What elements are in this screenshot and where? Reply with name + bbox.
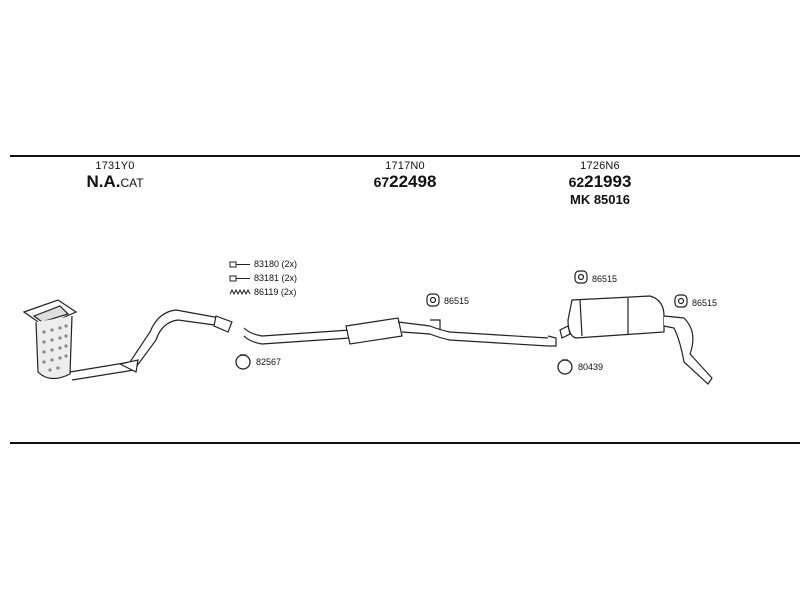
rear-mk-number: MK 85016 (570, 192, 630, 207)
rear-muffler (559, 295, 713, 385)
rear-code: 1726N6 (580, 160, 620, 172)
bolt-icon-1 (229, 261, 250, 268)
spring-icon (229, 288, 251, 296)
clamp-icon-2 (557, 359, 573, 375)
clamp-label-1: 82567 (256, 357, 282, 367)
bolt-label-2: 83181 (2x) (254, 273, 298, 283)
clamp-icon-1 (235, 354, 251, 370)
section-catalyst-header: 1731Y0 N.A.CAT (70, 160, 160, 192)
bottom-divider (10, 442, 800, 444)
middle-part-number: 6722498 (373, 172, 437, 191)
top-divider (10, 155, 800, 157)
catalyst-name: N.A.CAT (86, 172, 144, 191)
section-middle-header: 1717N0 6722498 (355, 160, 455, 192)
front-pipe (69, 309, 233, 381)
hanger-icon-rear-right (674, 294, 688, 308)
hanger-icon-mid (426, 293, 440, 307)
hanger-label-rear-right: 86515 (692, 298, 718, 308)
section-rear-header: 1726N6 6221993 MK 85016 (555, 160, 645, 207)
rear-part-number: 6221993 (568, 172, 632, 191)
spring-label: 86119 (2x) (254, 287, 297, 297)
hanger-label-mid: 86515 (444, 296, 470, 306)
hanger-label-rear-top: 86515 (592, 274, 618, 284)
middle-pipe (243, 317, 557, 347)
hanger-icon-rear-top (574, 270, 588, 284)
clamp-label-2: 80439 (578, 362, 604, 372)
bolt-icon-2 (229, 275, 250, 282)
bolt-label-1: 83180 (2x) (254, 259, 298, 269)
catalytic-converter (22, 299, 78, 380)
middle-code: 1717N0 (385, 160, 425, 172)
catalyst-code: 1731Y0 (95, 160, 135, 172)
